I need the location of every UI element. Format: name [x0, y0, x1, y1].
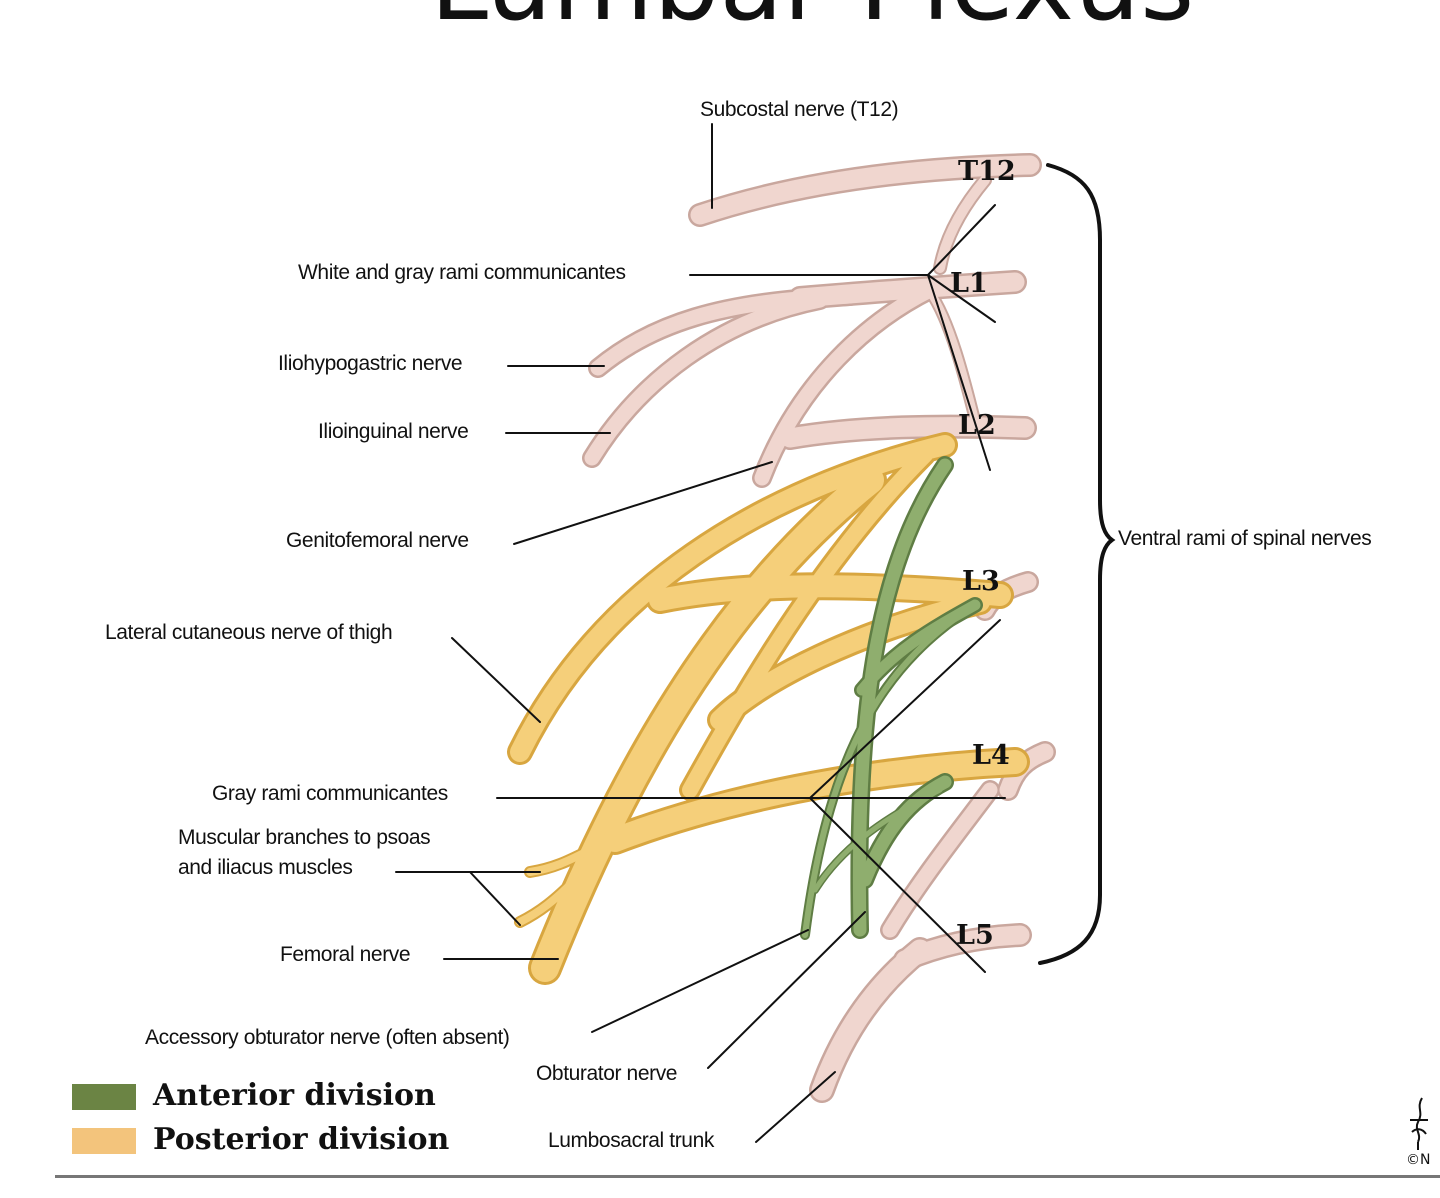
ventral-rami-brace [1038, 163, 1116, 965]
label-femoral: Femoral nerve [280, 943, 411, 966]
leader-rami-to-l2 [927, 274, 991, 471]
legend-posterior-swatch [72, 1128, 136, 1154]
level-l1: L1 [950, 268, 988, 299]
publisher-logo-text: ©N [1406, 1152, 1431, 1168]
leader-rami-to-l1 [927, 274, 996, 323]
leader-muscular-2 [469, 871, 521, 926]
leader-lines [395, 123, 1006, 1143]
level-t12: T12 [958, 156, 1016, 187]
leader-gray-to-l5 [809, 797, 986, 973]
label-ilioinguinal: Ilioinguinal nerve [318, 420, 469, 443]
label-accessory-obturator: Accessory obturator nerve (often absent) [145, 1026, 510, 1049]
leader-genitofemoral [513, 461, 773, 545]
label-rami-white-gray: White and gray rami communicantes [298, 261, 626, 284]
level-l5: L5 [956, 920, 994, 951]
leader-accessory-obturator [591, 929, 809, 1033]
label-iliohypogastric: Iliohypogastric nerve [278, 352, 463, 375]
posterior-division-nerves [507, 432, 1030, 985]
label-subcostal: Subcostal nerve (T12) [700, 98, 899, 121]
label-lateral-cutaneous: Lateral cutaneous nerve of thigh [105, 621, 393, 644]
label-gray-rami: Gray rami communicantes [212, 782, 448, 805]
posterior-division-nerves-fill [510, 435, 1027, 982]
leader-obturator [707, 911, 866, 1069]
leader-lat-cutaneous [451, 637, 541, 723]
publisher-logo-icon [1410, 1097, 1428, 1150]
page-title: Lumbar Plexus [430, 0, 1194, 44]
leader-gray-to-l3 [809, 619, 1001, 799]
label-obturator: Obturator nerve [536, 1062, 678, 1085]
anterior-division-nerves-fill [802, 458, 981, 938]
label-ventral-rami: Ventral rami of spinal nerves [1118, 527, 1372, 550]
level-l2: L2 [958, 410, 996, 441]
label-genitofemoral: Genitofemoral nerve [286, 529, 469, 552]
label-lumbosacral: Lumbosacral trunk [548, 1129, 714, 1152]
legend-anterior-swatch [72, 1084, 136, 1110]
level-l4: L4 [972, 740, 1010, 771]
bottom-divider [55, 1175, 1440, 1178]
level-l3: L3 [962, 566, 1000, 597]
leader-lumbosacral [755, 1071, 836, 1143]
label-muscular-line2: and iliacus muscles [178, 856, 353, 879]
label-muscular-line1: Muscular branches to psoas [178, 826, 431, 849]
leader-rami-to-t12 [927, 204, 996, 276]
legend-posterior-label: Posterior division [153, 1122, 450, 1157]
legend-anterior-label: Anterior division [153, 1078, 436, 1113]
